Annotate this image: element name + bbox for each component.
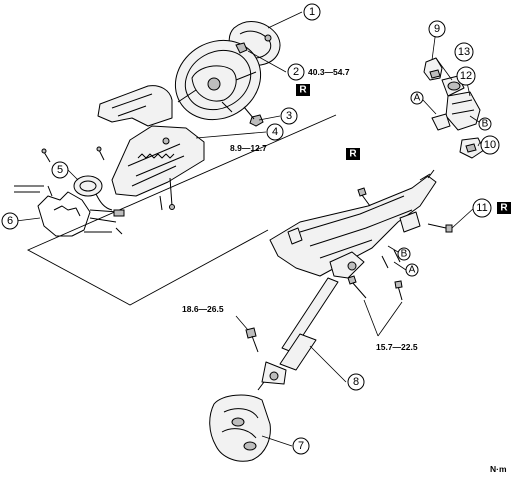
- svg-text:8: 8: [353, 376, 359, 388]
- svg-text:A: A: [414, 93, 421, 104]
- steering-wheel: [174, 39, 262, 121]
- lock-cylinder-assembly: [423, 57, 485, 159]
- callout-12: 12: [456, 66, 476, 86]
- unit-label: N·m: [490, 464, 507, 474]
- callout-4: 4: [266, 123, 284, 141]
- group-frame: [26, 114, 337, 306]
- torque-label-intermediate-shaft-bolt: 18.6—26.5: [182, 304, 224, 314]
- column-top-bolt: [357, 187, 371, 207]
- steering-lock-bolt: [427, 223, 453, 233]
- combination-switch: [14, 185, 125, 237]
- leader-b-top: [469, 115, 480, 123]
- svg-text:9: 9: [434, 23, 440, 35]
- callout-9: 9: [428, 20, 446, 38]
- replace-mark-3: R: [497, 202, 511, 214]
- svg-text:1: 1: [309, 6, 315, 18]
- callout-11: 11: [472, 198, 492, 218]
- leader-b-column: [387, 245, 399, 253]
- leader-lines: [15, 11, 481, 447]
- callout-7: 7: [292, 437, 310, 455]
- svg-text:R: R: [299, 85, 307, 96]
- intermediate-shaft-bolt: [245, 327, 259, 353]
- reference-letter-a-top: A: [410, 91, 424, 105]
- svg-text:A: A: [409, 265, 416, 276]
- steering-wheel-bolt: [243, 106, 264, 127]
- steering-column: [269, 169, 437, 279]
- svg-text:4: 4: [272, 126, 278, 138]
- svg-text:7: 7: [298, 440, 304, 452]
- column-cover: [97, 85, 205, 211]
- svg-text:R: R: [349, 149, 357, 160]
- callout-6: 6: [1, 212, 19, 230]
- callout-10: 10: [480, 135, 500, 155]
- torque-label-steering-wheel-bolt: 8.9—12.7: [230, 143, 267, 153]
- svg-text:3: 3: [286, 110, 292, 122]
- svg-text:13: 13: [458, 46, 470, 58]
- callout-1: 1: [303, 3, 321, 21]
- reference-letter-b-top: B: [478, 117, 492, 131]
- reference-letter-a-column: A: [405, 263, 419, 277]
- torque-label-steering-wheel-nut: 40.3—54.7: [308, 67, 350, 77]
- svg-text:B: B: [401, 249, 408, 260]
- callout-8: 8: [347, 373, 365, 391]
- svg-text:12: 12: [460, 70, 472, 82]
- svg-text:R: R: [500, 203, 508, 214]
- svg-text:B: B: [482, 119, 489, 130]
- callout-2: 2: [287, 63, 305, 81]
- callout-13: 13: [454, 42, 474, 62]
- leader-a-top: [422, 99, 437, 115]
- steering-wheel-nut: [235, 42, 248, 54]
- callout-3: 3: [280, 107, 298, 125]
- svg-text:6: 6: [7, 215, 13, 227]
- clock-spring: [41, 146, 113, 211]
- callout-5: 5: [51, 161, 69, 179]
- svg-text:2: 2: [293, 66, 299, 78]
- torque-label-column-bolts: 15.7—22.5: [376, 342, 418, 352]
- svg-text:5: 5: [57, 164, 63, 176]
- replace-mark-1: R: [296, 84, 310, 96]
- svg-text:11: 11: [476, 202, 487, 214]
- replace-mark-2: R: [346, 148, 360, 160]
- svg-text:10: 10: [484, 139, 496, 151]
- reference-letter-b-column: B: [397, 247, 411, 261]
- column-mounting-bolts: [347, 275, 403, 301]
- leader-a-column: [393, 261, 407, 271]
- intermediate-shaft: [257, 277, 339, 391]
- dust-boot: [209, 394, 271, 462]
